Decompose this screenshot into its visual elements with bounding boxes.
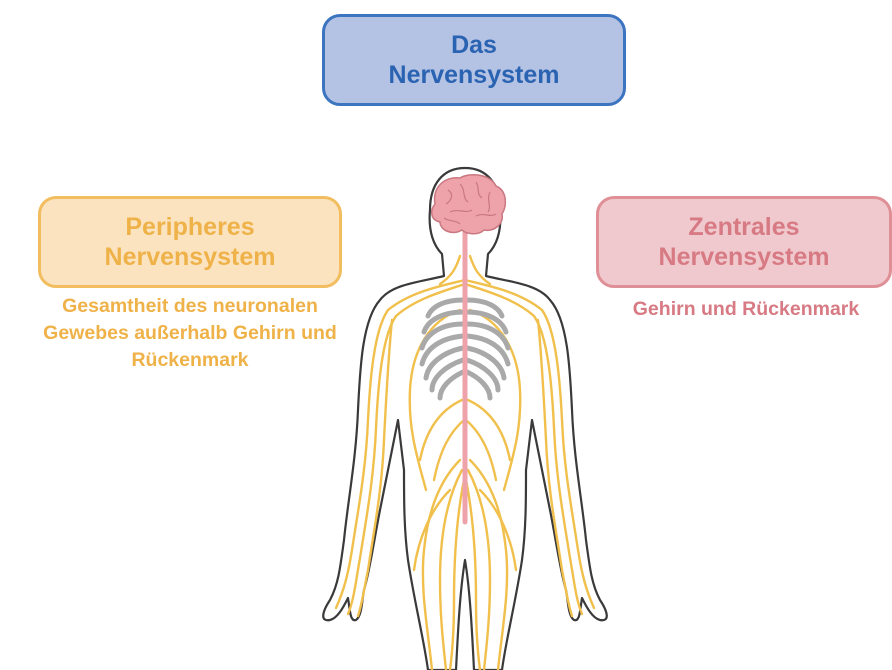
brain-icon <box>432 175 506 234</box>
title-line-1: Das <box>451 30 497 60</box>
title-line-2: Nervensystem <box>389 60 560 90</box>
peripheral-nervous-system-box: Peripheres Nervensystem <box>38 196 342 288</box>
central-description-line: Gehirn und Rückenmark <box>600 296 892 323</box>
central-label-line-1: Zentrales <box>688 212 799 242</box>
central-nervous-system-box: Zentrales Nervensystem <box>596 196 892 288</box>
central-label-line-2: Nervensystem <box>659 242 830 272</box>
peripheral-label-line-1: Peripheres <box>125 212 254 242</box>
human-body-illustration <box>300 160 630 670</box>
peripheral-label-line-2: Nervensystem <box>105 242 276 272</box>
central-description: Gehirn und Rückenmark <box>600 296 892 323</box>
title-box: Das Nervensystem <box>322 14 626 106</box>
